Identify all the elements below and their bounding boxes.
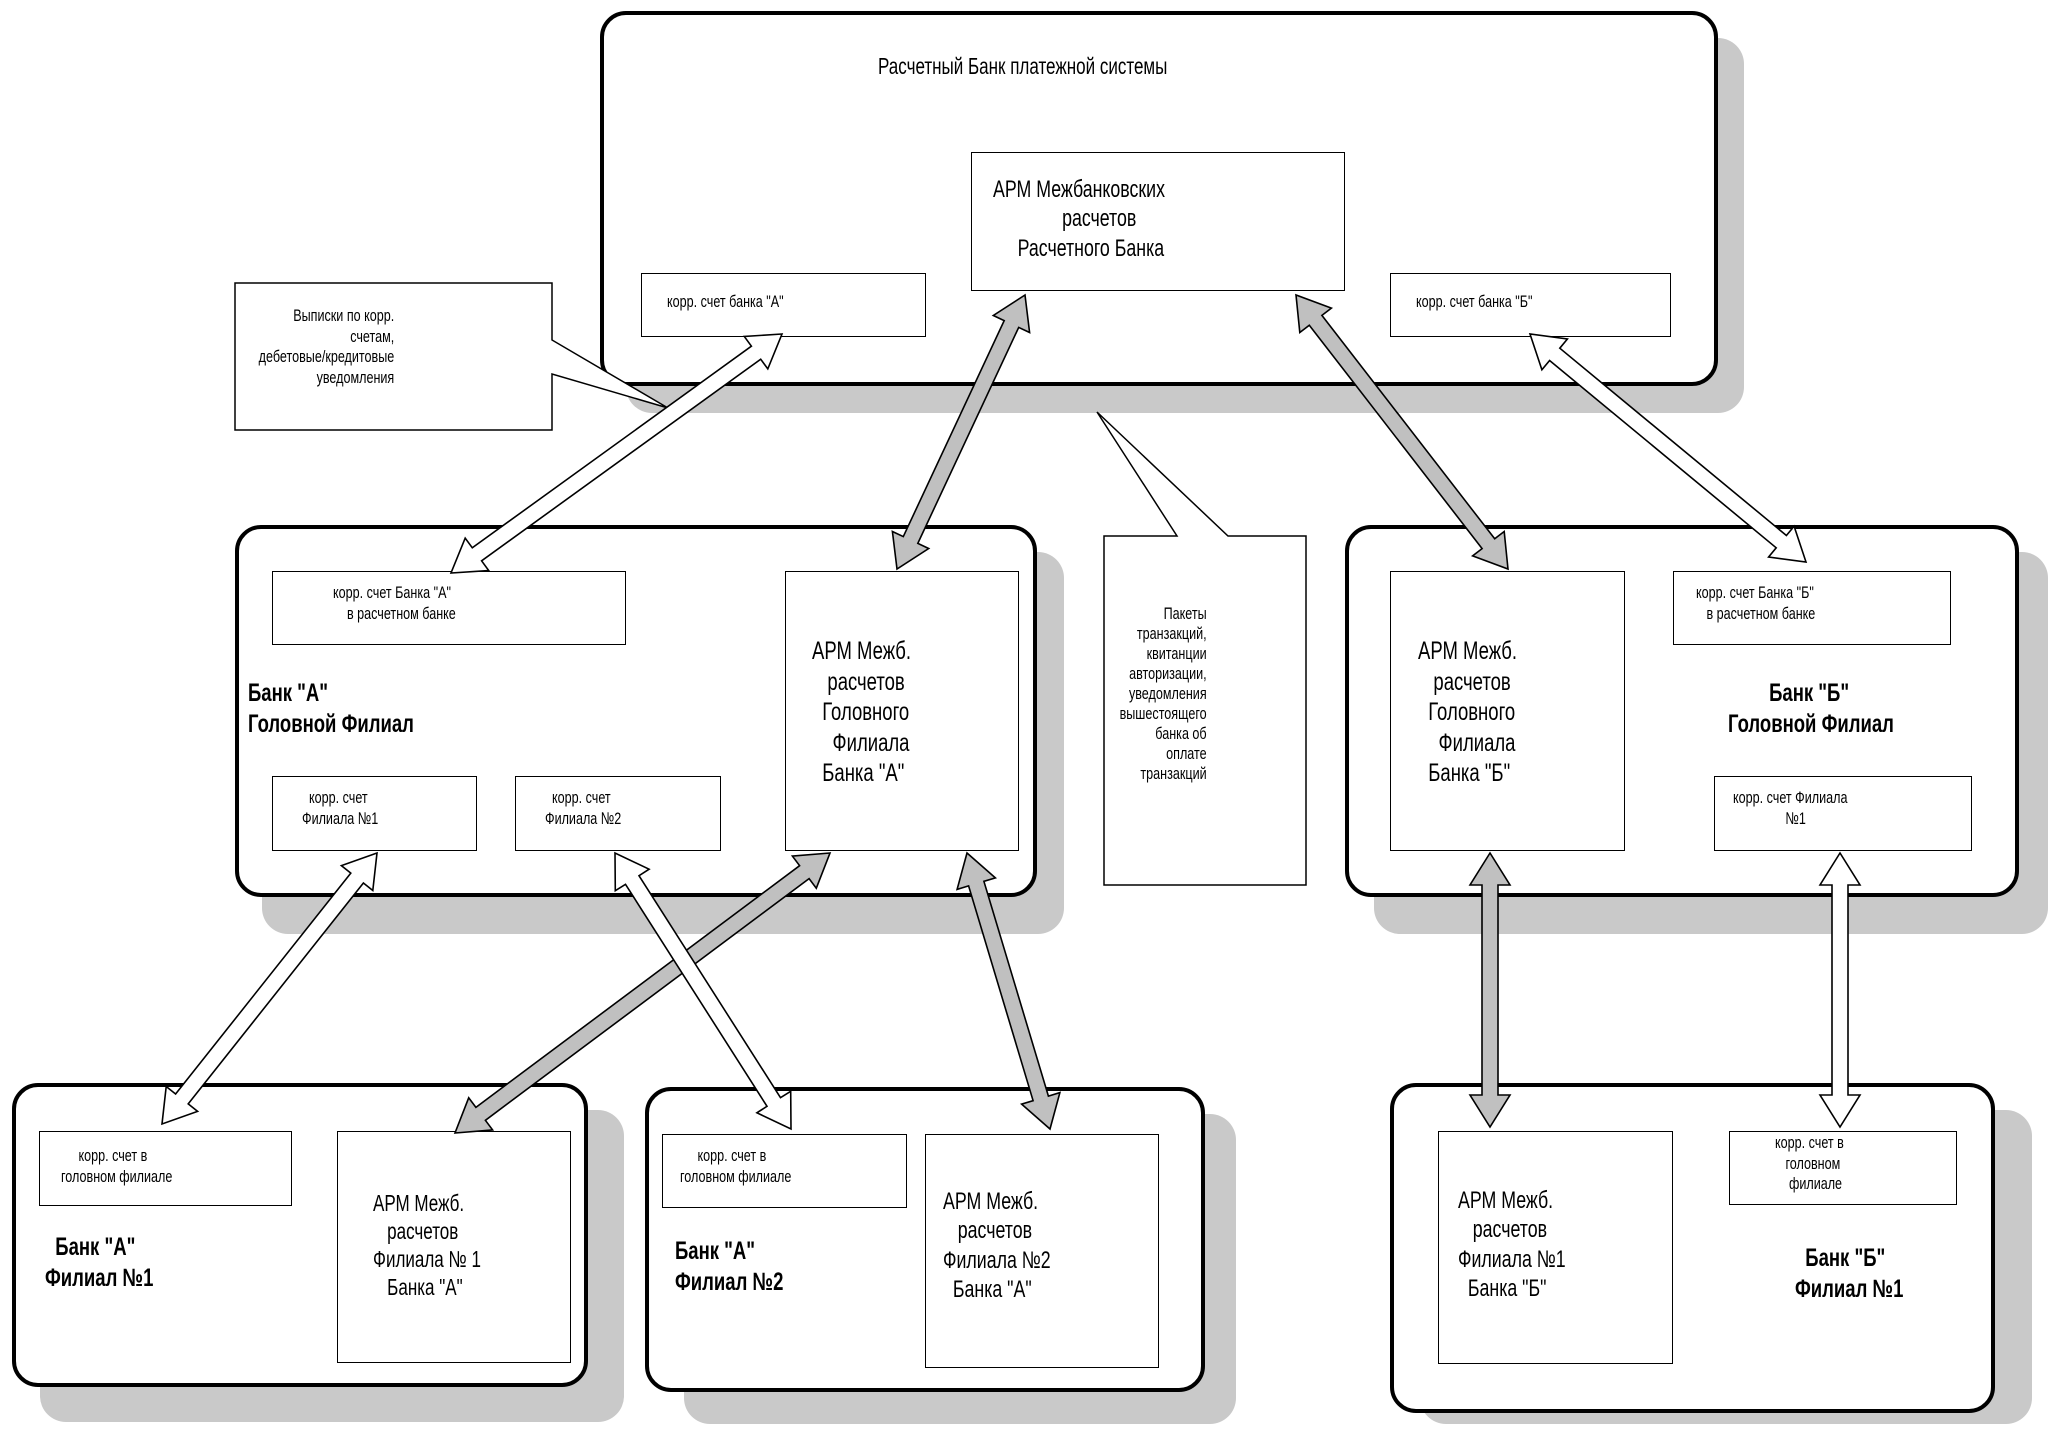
bank-b-head-arm-box	[1390, 571, 1625, 851]
bank-b-branch1-label: Банк "Б" Филиал №1	[1795, 1244, 1904, 1303]
bank-a-head-label: Банк "А" Головной Филиал	[248, 679, 414, 738]
bank-a-acc-branch1-box	[272, 776, 477, 851]
statements-callout-text: Выписки по корр. счетам, дебетовые/креди…	[258, 306, 394, 388]
bank-a-branch1-acc-box	[39, 1131, 292, 1206]
settlement-arm-label: АРМ Межбанковских расчетов Расчетного Ба…	[993, 176, 1165, 262]
bank-a-acc-settlement-box	[272, 571, 626, 645]
settlement-bank-title: Расчетный Банк платежной системы	[878, 53, 1168, 79]
bank-b-branch1-acc-label: корр. счет в головном филиале	[1775, 1133, 1844, 1194]
settlement-acc-b-box	[1390, 273, 1671, 337]
settlement-arm-box	[971, 152, 1345, 291]
bank-a-branch1-arm-box	[337, 1131, 571, 1363]
bank-b-head-label: Банк "Б" Головной Филиал	[1728, 679, 1894, 738]
bank-a-head-arm-label: АРМ Межб. расчетов Головного Филиала Бан…	[812, 637, 912, 787]
bank-a-acc-branch2-label: корр. счет Филиала №2	[545, 788, 622, 828]
bank-b-branch1-arm-box	[1438, 1131, 1673, 1364]
bank-b-acc-branch1-label: корр. счет Филиала №1	[1733, 788, 1848, 828]
statements-callout	[234, 282, 669, 431]
bank-a-head-arm-box	[785, 571, 1019, 851]
bank-b-acc-settlement-box	[1673, 571, 1951, 645]
bank-b-branch1-arm-label: АРМ Межб. расчетов Филиала №1 Банка "Б"	[1458, 1187, 1566, 1302]
bank-b-head-arm-label: АРМ Межб. расчетов Головного Филиала Бан…	[1418, 637, 1518, 787]
arrow-settlement-acc-a-to-bank-a-acc	[449, 333, 784, 574]
arrow-settlement-arm-to-bank-b-arm	[1295, 293, 1509, 571]
bank-a-acc-branch2-box	[515, 776, 721, 851]
arrow-bank-a-arm-to-branch2-arm	[955, 851, 1062, 1131]
bank-b-acc-settlement-label: корр. счет Банка "Б" в расчетном банке	[1696, 583, 1816, 623]
bank-b-acc-branch1-box	[1714, 776, 1972, 851]
bank-a-branch2-arm-box	[925, 1134, 1159, 1368]
settlement-acc-a-box	[641, 273, 926, 337]
arrow-bank-a-acc2-to-branch2-acc	[614, 851, 792, 1131]
settlement-acc-b-label: корр. счет банка "Б"	[1416, 292, 1533, 311]
bank-a-branch2-acc-label: корр. счет в головном филиале	[680, 1146, 792, 1186]
bank-b-branch1-acc-box	[1729, 1131, 1957, 1205]
arrow-bank-b-acc-to-branch1-acc	[1818, 851, 1862, 1129]
bank-a-branch1-acc-label: корр. счет в головном филиале	[61, 1146, 173, 1186]
packets-callout-text: Пакеты транзакций, квитанции авторизации…	[1119, 604, 1207, 784]
settlement-acc-a-label: корр. счет банка "А"	[667, 292, 784, 311]
bank-a-acc-settlement-label: корр. счет Банка "А" в расчетном банке	[333, 583, 456, 623]
arrow-bank-a-arm-to-branch1-arm	[453, 852, 832, 1134]
packets-callout	[1096, 411, 1307, 886]
bank-a-branch1-label: Банк "А" Филиал №1	[45, 1233, 154, 1292]
bank-a-branch2-acc-box	[662, 1134, 907, 1208]
arrow-bank-b-arm-to-branch1-arm	[1468, 851, 1512, 1129]
bank-a-branch2-arm-label: АРМ Межб. расчетов Филиала №2 Банка "А"	[943, 1188, 1051, 1303]
bank-a-branch2-label: Банк "А" Филиал №2	[675, 1237, 784, 1296]
bank-a-branch1-arm-label: АРМ Межб. расчетов Филиала № 1 Банка "А"	[373, 1190, 481, 1301]
arrow-settlement-arm-to-bank-a-arm	[891, 293, 1031, 571]
bank-a-acc-branch1-label: корр. счет Филиала №1	[302, 788, 379, 828]
arrow-settlement-acc-b-to-bank-b-acc	[1528, 333, 1808, 563]
arrow-bank-a-acc1-to-branch1-acc	[161, 851, 378, 1126]
